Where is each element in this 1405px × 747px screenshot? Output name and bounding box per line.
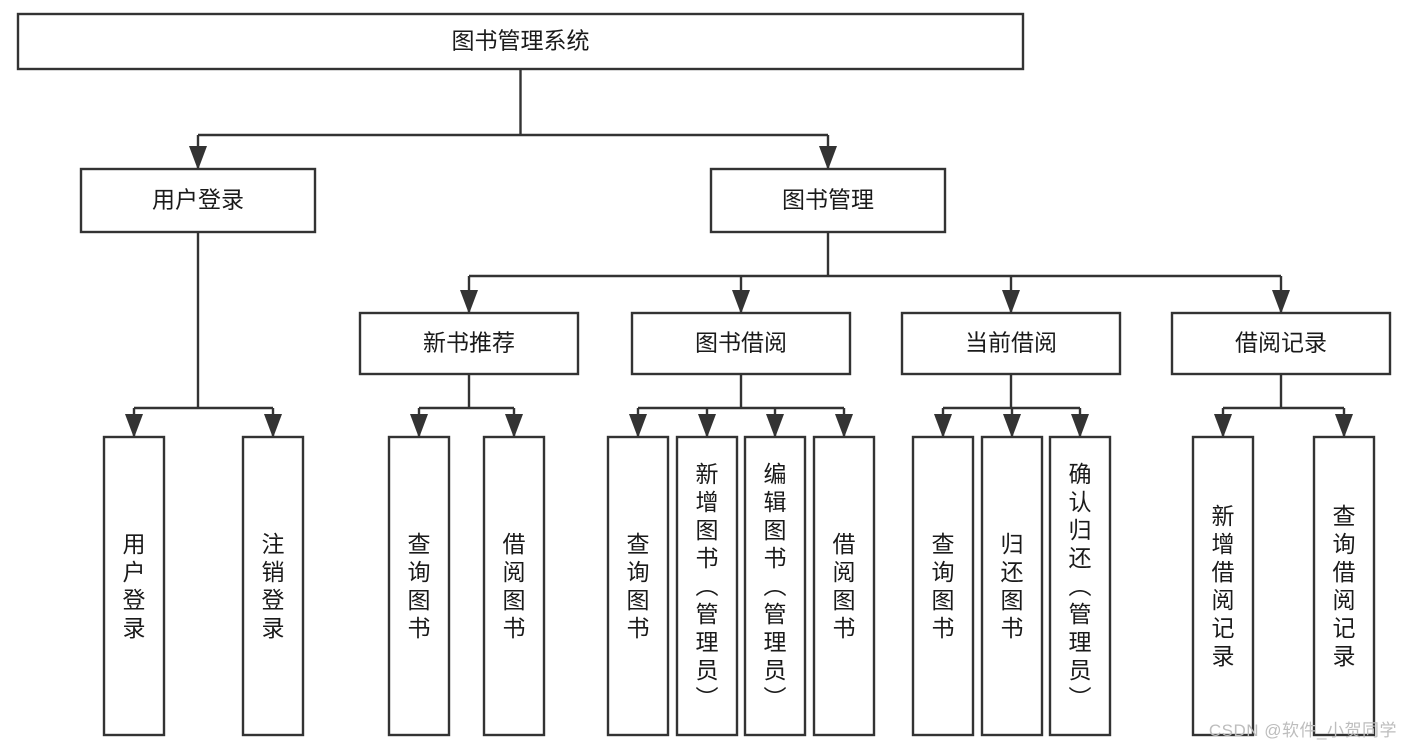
node-借阅记录[interactable]: 借阅记录	[1170, 311, 1392, 376]
node-新增图书管理员[interactable]: 新增图书︵管理员︶	[675, 435, 739, 737]
node-图书管理-box[interactable]	[709, 167, 947, 234]
node-当前借阅-box[interactable]	[900, 311, 1122, 376]
node-查询图书[interactable]: 查询图书	[387, 435, 451, 737]
node-编辑图书管理员-box[interactable]	[743, 435, 807, 737]
arrow-head-icon	[629, 414, 647, 438]
node-layer: 图书管理系统用户登录图书管理新书推荐图书借阅当前借阅借阅记录用户登录注销登录查询…	[16, 12, 1392, 737]
node-借阅图书-box[interactable]	[482, 435, 546, 737]
node-新增图书管理员-label: 新增图书︵管理员︶	[696, 461, 719, 711]
node-借阅图书[interactable]: 借阅图书	[482, 435, 546, 737]
node-确认归还管理员-label: 确认归还︵管理员︶	[1069, 461, 1092, 711]
arrow-head-icon	[1214, 414, 1232, 438]
connector-layer	[125, 69, 1353, 438]
node-图书管理-label: 图书管理	[782, 187, 874, 213]
node-借阅图书-label: 借阅图书	[503, 531, 526, 641]
node-借阅图书[interactable]: 借阅图书	[812, 435, 876, 737]
node-图书管理[interactable]: 图书管理	[709, 167, 947, 234]
node-借阅记录-label: 借阅记录	[1235, 330, 1327, 356]
node-新增借阅记录-label: 新增借阅记录	[1212, 503, 1235, 669]
node-当前借阅-label: 当前借阅	[965, 330, 1057, 356]
node-归还图书-label: 归还图书	[1001, 531, 1024, 641]
arrow-head-icon	[835, 414, 853, 438]
node-借阅图书-box[interactable]	[812, 435, 876, 737]
node-查询图书-box[interactable]	[606, 435, 670, 737]
node-确认归还管理员-box[interactable]	[1048, 435, 1112, 737]
arrow-head-icon	[698, 414, 716, 438]
node-用户登录-label: 用户登录	[152, 187, 244, 213]
node-查询图书-box[interactable]	[911, 435, 975, 737]
arrow-head-icon	[1071, 414, 1089, 438]
node-查询图书-box[interactable]	[387, 435, 451, 737]
node-编辑图书管理员-label: 编辑图书︵管理员︶	[764, 461, 787, 711]
node-用户登录-box[interactable]	[102, 435, 166, 737]
node-查询图书-label: 查询图书	[932, 531, 955, 641]
node-查询图书-label: 查询图书	[627, 531, 650, 641]
node-查询图书-label: 查询图书	[408, 531, 431, 641]
node-图书管理系统-label: 图书管理系统	[452, 28, 590, 54]
node-查询借阅记录-label: 查询借阅记录	[1333, 503, 1356, 669]
arrow-head-icon	[410, 414, 428, 438]
arrow-head-icon	[766, 414, 784, 438]
node-图书管理系统-box[interactable]	[16, 12, 1025, 71]
watermark-text: CSDN @软件_小贺同学	[1208, 721, 1397, 740]
node-新书推荐-box[interactable]	[358, 311, 580, 376]
node-归还图书-box[interactable]	[980, 435, 1044, 737]
node-编辑图书管理员[interactable]: 编辑图书︵管理员︶	[743, 435, 807, 737]
node-用户登录[interactable]: 用户登录	[102, 435, 166, 737]
node-注销登录[interactable]: 注销登录	[241, 435, 305, 737]
node-借阅图书-label: 借阅图书	[833, 531, 856, 641]
node-新增图书管理员-box[interactable]	[675, 435, 739, 737]
node-查询借阅记录[interactable]: 查询借阅记录	[1312, 435, 1376, 737]
arrow-head-icon	[1272, 290, 1290, 314]
node-新增借阅记录[interactable]: 新增借阅记录	[1191, 435, 1255, 737]
node-借阅记录-box[interactable]	[1170, 311, 1392, 376]
node-当前借阅[interactable]: 当前借阅	[900, 311, 1122, 376]
node-查询图书[interactable]: 查询图书	[606, 435, 670, 737]
arrow-head-icon	[1002, 290, 1020, 314]
node-用户登录[interactable]: 用户登录	[79, 167, 317, 234]
node-图书管理系统[interactable]: 图书管理系统	[16, 12, 1025, 71]
arrow-head-icon	[264, 414, 282, 438]
node-注销登录-box[interactable]	[241, 435, 305, 737]
arrow-head-icon	[125, 414, 143, 438]
node-新书推荐[interactable]: 新书推荐	[358, 311, 580, 376]
arrow-head-icon	[934, 414, 952, 438]
node-注销登录-label: 注销登录	[262, 531, 285, 641]
node-用户登录-box[interactable]	[79, 167, 317, 234]
node-用户登录-label: 用户登录	[123, 531, 146, 641]
node-图书借阅-box[interactable]	[630, 311, 852, 376]
node-归还图书[interactable]: 归还图书	[980, 435, 1044, 737]
arrow-head-icon	[1003, 414, 1021, 438]
arrow-head-icon	[732, 290, 750, 314]
arrow-head-icon	[189, 146, 207, 170]
arrow-head-icon	[1335, 414, 1353, 438]
arrow-head-icon	[460, 290, 478, 314]
node-图书借阅[interactable]: 图书借阅	[630, 311, 852, 376]
node-新书推荐-label: 新书推荐	[423, 330, 515, 356]
arrow-head-icon	[505, 414, 523, 438]
node-确认归还管理员[interactable]: 确认归还︵管理员︶	[1048, 435, 1112, 737]
node-图书借阅-label: 图书借阅	[695, 330, 787, 356]
node-新增借阅记录-box[interactable]	[1191, 435, 1255, 737]
node-查询借阅记录-box[interactable]	[1312, 435, 1376, 737]
arrow-head-icon	[819, 146, 837, 170]
node-查询图书[interactable]: 查询图书	[911, 435, 975, 737]
